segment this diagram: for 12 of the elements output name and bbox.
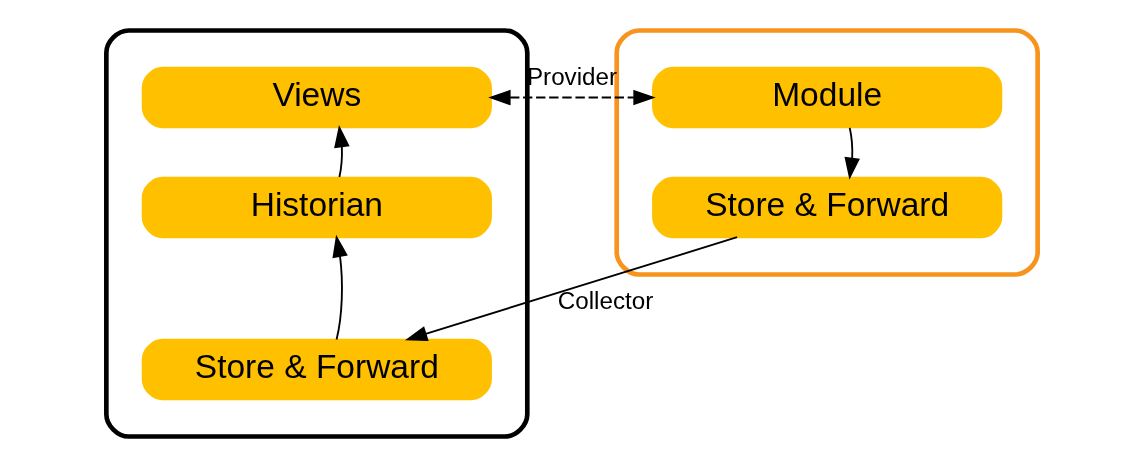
- cluster: [103, 28, 530, 439]
- arrow: [843, 126, 860, 180]
- node-box: Store & Forward: [141, 338, 492, 401]
- arrow: [333, 125, 350, 178]
- arrow: [331, 234, 348, 341]
- edge-label: Collector: [557, 286, 653, 314]
- node-box: Store & Forward: [651, 176, 1002, 239]
- arrow: [487, 89, 656, 106]
- node-box: Historian: [141, 176, 492, 239]
- arrow: [404, 236, 738, 342]
- node-box: Module: [651, 66, 1002, 129]
- node-box: Views: [141, 66, 492, 129]
